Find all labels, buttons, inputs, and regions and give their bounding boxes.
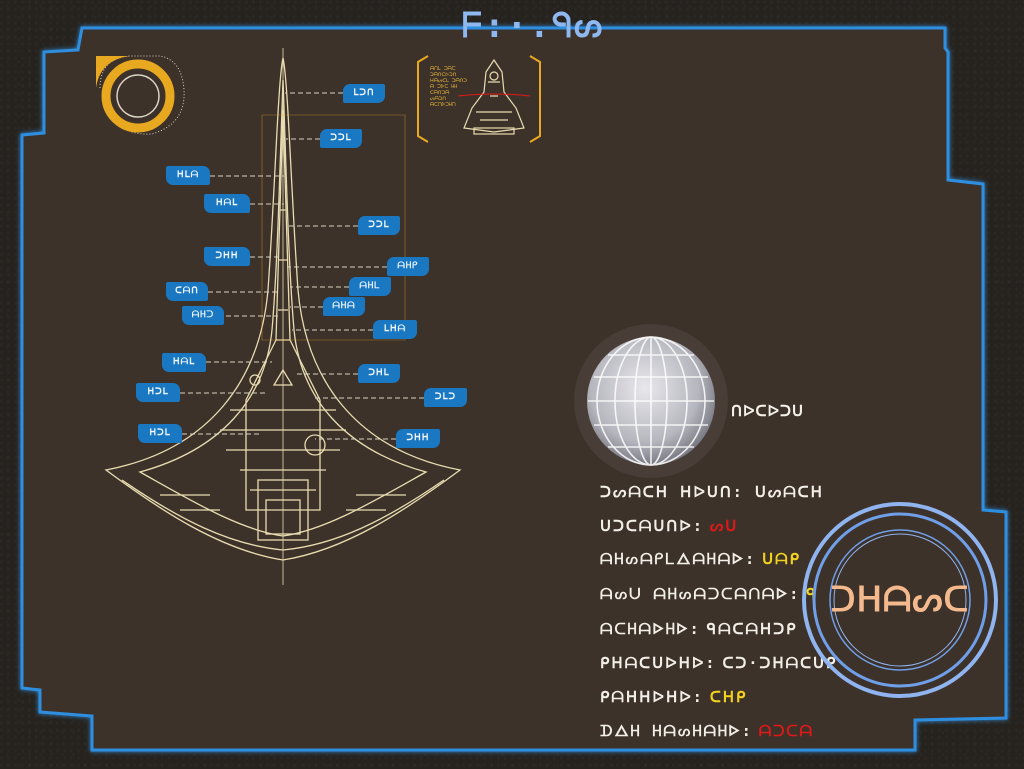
planet-label: ᑎᐅᑕᐅᑐᑌ [731, 402, 804, 420]
ship-label: ᒪᑐᑎ [343, 84, 385, 103]
stat-value: ᔕᑌ [709, 517, 739, 535]
ship-label: ᕼᑐᒪ [136, 383, 180, 402]
stat-value: ᑌᗩᑭ [762, 550, 802, 568]
stat-label: ᑭᕼᗩᑕᑌᐅᕼᐅ: [600, 654, 717, 672]
ship-label: ᑐᑐᒪ [320, 129, 362, 148]
mini-panel-line: ᕼᗩᔕᑕᒪ ᑐᗩᑎᑐ [430, 78, 467, 84]
ship-label: ᑐᒪᑐ [424, 388, 467, 407]
ship-label: ᑕᗩᑎ [166, 282, 208, 301]
ship-label: ᕼᒪᗩ [166, 166, 210, 185]
stat-value: ᑫᗩᑕᗩᕼᑐᑭ [706, 620, 798, 638]
ship-label: ᕼᗩᒪ [162, 353, 206, 372]
ship-label: ᗩᕼᑭ [387, 257, 429, 276]
stat-label: ᑐᔕᗩᑕᕼ ᕼᐅᑌᑎ: ᑌᔕᗩᑕᕼ [600, 483, 824, 501]
ship-label: ᕼᗩᒪ [204, 194, 250, 213]
ship-label: ᗩᕼᒪ [349, 277, 391, 296]
ship-blueprint-icon [104, 48, 462, 585]
mini-panel-line: ᗩ ᑐᐅᑕ ᕼᕼ [430, 84, 458, 90]
stat-label: ᗩᔕᑌ ᗩᕼᔕᗩᑐᑕᗩᑎᗩᐅ: [600, 585, 801, 603]
ship-label: ᑐᕼᒪ [358, 364, 400, 383]
grid-sphere-icon [574, 324, 728, 478]
stat-value: ᗩᑐᑕᗩ [758, 722, 814, 740]
stat-value: ᑕᕼᑭ [709, 688, 748, 706]
mini-panel-line: ᑕᗩᑎᑐᗩ [430, 90, 450, 96]
ship-label: ᑐᕼᕼ [204, 247, 250, 266]
mini-ship-panel [417, 55, 541, 143]
stat-row: ᗪᐃᕼ ᕼᗩᔕᕼᗩᕼᐅ: ᗩᑐᑕᗩ [600, 722, 814, 740]
stat-label: ᑭᗩᕼᕼᐅᕼᐅ: [600, 688, 704, 706]
ship-label: ᗩᕼᑐ [182, 306, 224, 325]
circular-gauge-icon [96, 55, 185, 135]
mini-panel-line: ᗩᑎᒪ ᑐᗩᑕ [430, 66, 456, 72]
ship-label: ᕼᑐᒪ [138, 424, 182, 443]
mini-panel-line: ᑐᗩᑎᑕᐅᑐᑎ [430, 72, 457, 78]
ship-label: ᒪᕼᗩ [373, 320, 417, 339]
stat-row: ᑐᔕᗩᑕᕼ ᕼᐅᑌᑎ: ᑌᔕᗩᑕᕼ [600, 483, 824, 501]
stat-label: ᗩᕼᔕᗩᑭᒪᐃᗩᕼᗩᐅ: [600, 550, 757, 568]
emblem-ring-icon [802, 502, 998, 698]
ship-label: ᗩᕼᗩ [323, 297, 365, 316]
ship-label: ᑐᕼᕼ [396, 429, 440, 448]
stat-row: ᑌᑐᑕᗩᑌᑎᐅ: ᔕᑌ [600, 517, 738, 535]
stat-label: ᗪᐃᕼ ᕼᗩᔕᕼᗩᕼᐅ: [600, 722, 753, 740]
stat-row: ᗩᔕᑌ ᗩᕼᔕᗩᑐᑕᗩᑎᗩᐅ: ᑫ [600, 585, 818, 603]
stat-label: ᗩᑕᕼᗩᐅᕼᐅ: [600, 620, 701, 638]
ship-label: ᑐᑐᒪ [358, 216, 400, 235]
stat-row: ᗩᑕᕼᗩᐅᕼᐅ: ᑫᗩᑕᗩᕼᑐᑭ [600, 620, 798, 638]
stat-value: ᑫ [806, 585, 818, 603]
stat-label: ᑌᑐᑕᗩᑌᑎᐅ: [600, 517, 704, 535]
mini-panel-line: ᔕᗩᑐᑎ [430, 96, 446, 102]
mini-panel-line: ᗩᑕᑎᐅᑐᕼᑎ [430, 102, 456, 108]
stat-row: ᗩᕼᔕᗩᑭᒪᐃᗩᕼᗩᐅ: ᑌᗩᑭ [600, 550, 801, 568]
page-title: ᖴ:·.ᑫᔕ [462, 6, 605, 46]
mini-panel-text: ᗩᑎᒪ ᑐᗩᑕ ᑐᗩᑎᑕᐅᑐᑎ ᕼᗩᔕᑕᒪ ᑐᗩᑎᑐ ᗩ ᑐᐅᑕ ᕼᕼ ᑕᗩᑎᑐ… [430, 66, 467, 108]
stat-row: ᑭᕼᗩᑕᑌᐅᕼᐅ: ᑕᑐ·ᑐᕼᗩᑕᑌᑭ [600, 654, 837, 672]
stat-row: ᑭᗩᕼᕼᐅᕼᐅ: ᑕᕼᑭ [600, 688, 747, 706]
emblem-text: ᑐᕼᗩᔕᑕ [830, 580, 970, 620]
stat-value: ᑕᑐ·ᑐᕼᗩᑕᑌᑭ [722, 654, 838, 672]
